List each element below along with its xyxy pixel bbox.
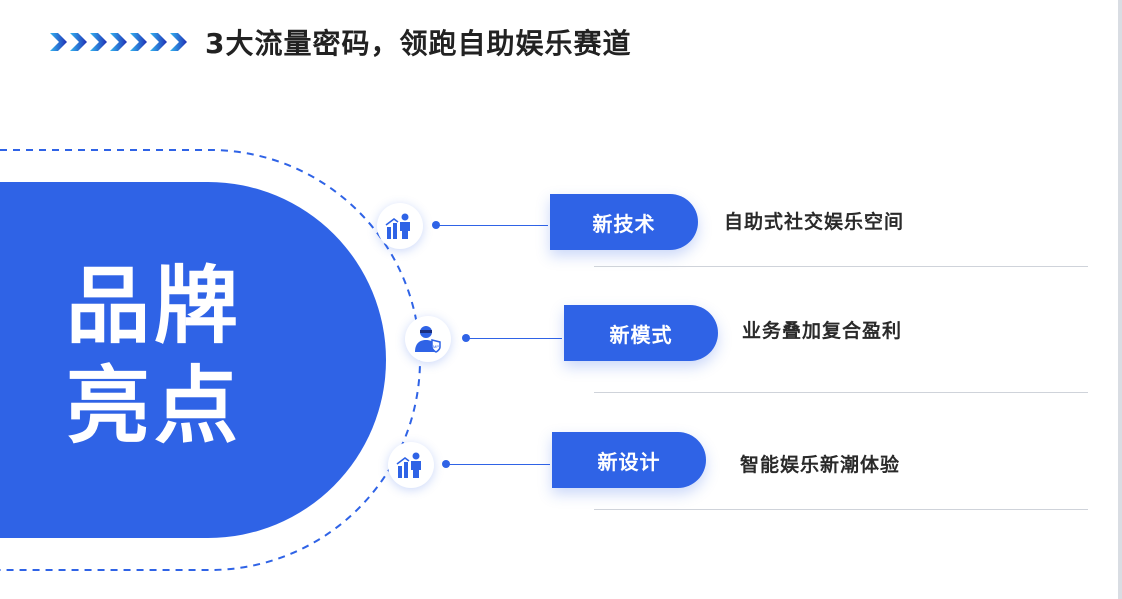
connector-line-2 bbox=[466, 338, 562, 339]
user-shield-icon: MP bbox=[415, 326, 441, 353]
brand-highlight-panel bbox=[0, 182, 386, 538]
page-title: 3大流量密码，领跑自助娱乐赛道 bbox=[205, 27, 632, 60]
connector-line-1 bbox=[436, 225, 548, 226]
node-2: MP bbox=[405, 316, 451, 362]
description-1: 自助式社交娱乐空间 bbox=[724, 211, 905, 233]
brand-title-line2: 亮点 bbox=[66, 357, 243, 455]
right-border bbox=[1118, 0, 1122, 599]
connector-line-3 bbox=[446, 464, 550, 465]
chevron-arrows-icon bbox=[50, 33, 187, 51]
node-1 bbox=[377, 203, 423, 249]
brand-title: 品牌 亮点 bbox=[66, 256, 256, 456]
divider-1 bbox=[594, 266, 1088, 267]
brand-title-line1: 品牌 bbox=[66, 257, 243, 355]
svg-text:MP: MP bbox=[433, 344, 439, 349]
node-3 bbox=[388, 442, 434, 488]
description-2: 业务叠加复合盈利 bbox=[742, 320, 903, 342]
tab-new-model: 新模式 bbox=[564, 305, 718, 361]
people-chart-icon bbox=[396, 452, 421, 478]
people-chart-icon bbox=[385, 213, 410, 239]
tab-new-design: 新设计 bbox=[552, 432, 706, 488]
tab-new-technology: 新技术 bbox=[550, 194, 698, 250]
description-3: 智能娱乐新潮体验 bbox=[740, 454, 901, 476]
divider-2 bbox=[594, 392, 1088, 393]
divider-3 bbox=[594, 509, 1088, 510]
